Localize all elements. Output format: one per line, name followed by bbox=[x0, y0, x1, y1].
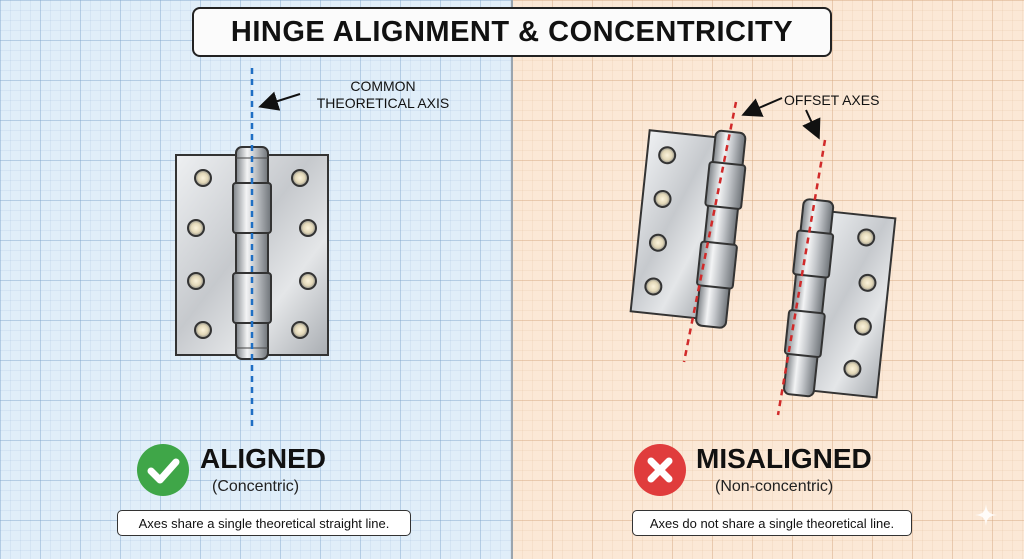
offset-arrow-icon-2 bbox=[802, 109, 821, 140]
sparkle-icon bbox=[975, 504, 997, 526]
annotation-line-1: COMMON bbox=[350, 78, 416, 94]
offset-arrow-icon-1 bbox=[741, 97, 783, 117]
misaligned-caption: Axes do not share a single theoretical l… bbox=[632, 510, 912, 536]
offset-axes-annotation: OFFSET AXES bbox=[784, 92, 880, 108]
misaligned-sublabel: (Non-concentric) bbox=[715, 478, 834, 495]
misaligned-panel bbox=[512, 0, 1024, 559]
misaligned-label: MISALIGNED bbox=[696, 443, 872, 474]
misaligned-hinge-right bbox=[783, 198, 897, 399]
common-axis-annotation: COMMON THEORETICAL AXIS bbox=[308, 78, 458, 112]
aligned-badge bbox=[137, 444, 189, 496]
page-title: HINGE ALIGNMENT & CONCENTRICITY bbox=[230, 15, 794, 48]
annotation-arrow-icon bbox=[258, 91, 301, 111]
misaligned-badge bbox=[634, 444, 686, 496]
aligned-caption: Axes share a single theoretical straight… bbox=[117, 510, 411, 536]
annotation-line-2: THEORETICAL AXIS bbox=[316, 95, 450, 111]
title-box: HINGE ALIGNMENT & CONCENTRICITY bbox=[192, 7, 832, 57]
checkmark-icon bbox=[147, 458, 180, 484]
aligned-label: ALIGNED bbox=[200, 443, 326, 474]
misaligned-hinge-left bbox=[629, 129, 747, 329]
cross-icon bbox=[647, 457, 673, 483]
offset-axis-line-2 bbox=[776, 139, 827, 416]
screw-hole-icon bbox=[187, 169, 317, 339]
panel-divider bbox=[511, 0, 513, 559]
offset-axis-line-1 bbox=[682, 101, 738, 363]
aligned-sublabel: (Concentric) bbox=[212, 478, 300, 495]
